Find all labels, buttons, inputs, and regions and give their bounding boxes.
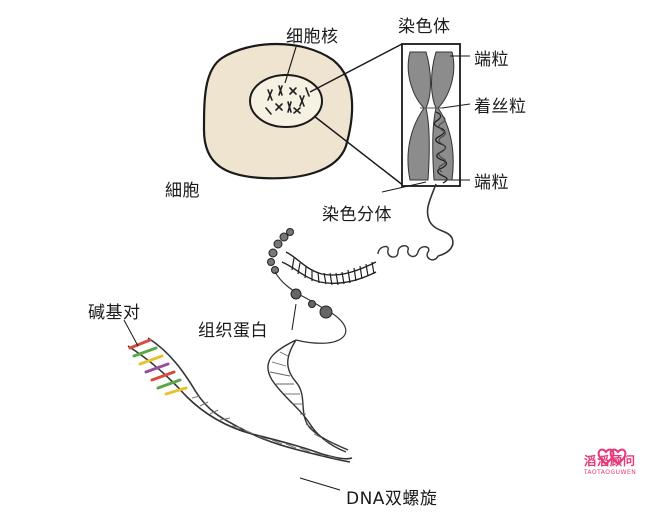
nucleus-label: 细胞核 (286, 27, 339, 47)
telomere-top-label: 端粒 (474, 50, 509, 70)
base-pair-label: 碱基对 (88, 303, 141, 323)
histone-leader (291, 303, 297, 331)
cell-label: 細胞 (165, 181, 200, 201)
chromatin-coil-2 (438, 115, 446, 173)
brand-name-en: TAOTAOGUWEN (583, 469, 637, 476)
nucleosome-beads-lower (290, 288, 333, 319)
brand-name-zh: 滔滔顾问 (583, 454, 636, 468)
base-pair-ladder (128, 338, 188, 396)
centromere-leader (441, 103, 471, 109)
dna-helix-leader (299, 477, 341, 491)
coiled-fiber-loops (377, 245, 439, 261)
nucleus-chromosomes (265, 85, 310, 115)
dna-helix-label: DNA双螺旋 (346, 489, 438, 509)
telomere-bottom-label: 端粒 (474, 173, 509, 193)
double-heart-logo-icon (597, 448, 627, 466)
chromatid-leader (381, 181, 427, 193)
brand-watermark: 滔滔顾问 TAOTAOGUWEN (578, 452, 642, 476)
dna-helix-main-rungs (191, 395, 339, 460)
nucleosome-beads-upper (267, 228, 294, 274)
dna-helix-right (267, 339, 349, 453)
nucleus (249, 74, 323, 128)
chromatid-label: 染色分体 (322, 205, 392, 225)
zoom-line-bottom (313, 115, 405, 187)
dna-helix-right-rungs (269, 351, 335, 445)
zoom-line-top (309, 43, 403, 93)
solenoid-fiber (281, 251, 377, 284)
histone-label: 组织蛋白 (198, 321, 268, 341)
chromatid-left (407, 51, 431, 181)
base-pair-leader (123, 319, 139, 347)
chromosome-label: 染色体 (398, 17, 451, 37)
solenoid-coils (291, 257, 375, 286)
chromatin-descending-fiber (426, 183, 454, 257)
centromere-label: 着丝粒 (474, 97, 527, 117)
nucleus-leader (284, 46, 297, 84)
